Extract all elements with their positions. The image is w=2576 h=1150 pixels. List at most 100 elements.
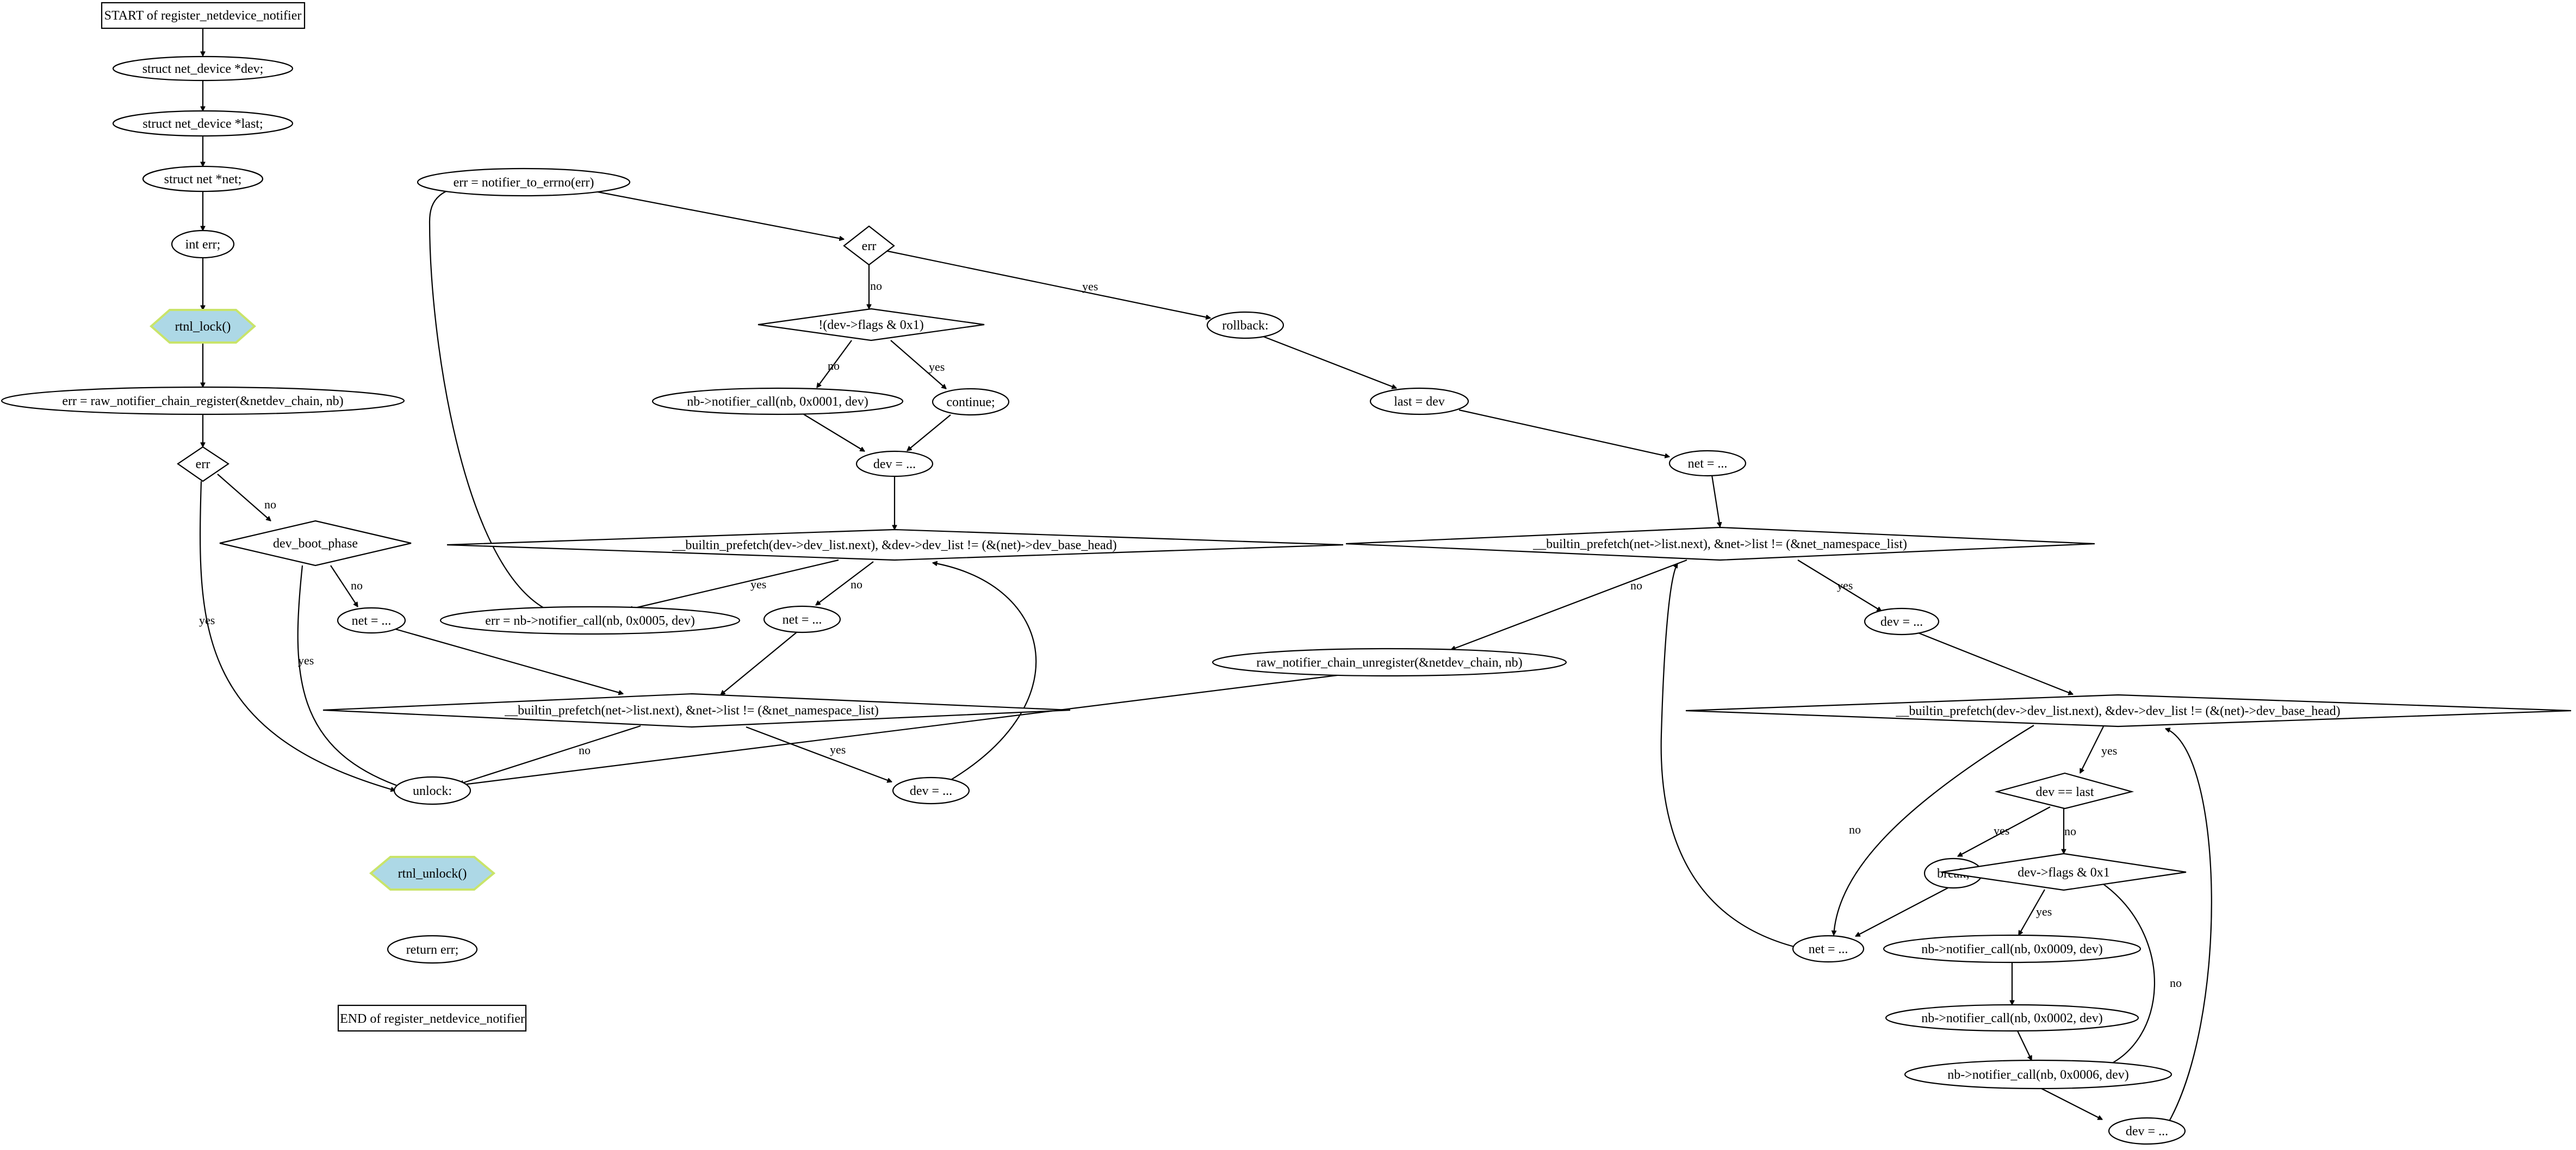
edge-prefetch-net1-no-to-unlock [459, 725, 641, 784]
node-prefetch-dev-2[interactable]: __builtin_prefetch(dev->dev_list.next), … [1685, 694, 2572, 728]
node-flags-cond-2[interactable]: dev->flags & 0x1 [1941, 853, 2187, 891]
edge-cond-err1-no-to-boot-phase [217, 474, 271, 521]
node-unlock[interactable]: unlock: [393, 776, 471, 805]
svg-text:dev_boot_phase: dev_boot_phase [273, 537, 358, 551]
svg-text:rollback:: rollback: [1222, 319, 1268, 333]
edge-flags1-yes-to-continue [890, 340, 946, 389]
node-notifier-call-0009[interactable]: nb->notifier_call(nb, 0x0009, dev) [1883, 934, 2142, 963]
node-notifier-call-0006[interactable]: nb->notifier_call(nb, 0x0006, dev) [1904, 1059, 2172, 1090]
edge-dev-r1-to-prefetch-dev2 [1914, 630, 2073, 694]
svg-text:struct net *net;: struct net *net; [164, 172, 242, 187]
edge-prefetch-dev2-yes-to-dev-eq-last [2080, 726, 2104, 773]
edge-label-err1-no: no [264, 498, 276, 511]
node-last-dev[interactable]: last = dev [1369, 387, 1469, 415]
node-dev-assign-top[interactable]: dev = ... [855, 450, 934, 477]
svg-text:START of register_netdevice_no: START of register_netdevice_notifier [104, 9, 302, 23]
svg-text:__builtin_prefetch(dev->dev_li: __builtin_prefetch(dev->dev_list.next), … [1895, 704, 2340, 718]
node-raw-unregister[interactable]: raw_notifier_chain_unregister(&netdev_ch… [1212, 648, 1567, 677]
node-rtnl-unlock[interactable]: rtnl_unlock() [369, 856, 496, 891]
node-dev-eq-last[interactable]: dev == last [1994, 772, 2134, 810]
svg-text:__builtin_prefetch(net->list.n: __builtin_prefetch(net->list.next), &net… [504, 704, 879, 718]
edge-net4-to-prefetch-net2 [1660, 563, 1808, 951]
node-decl-dev[interactable]: struct net_device *dev; [112, 55, 294, 82]
edge-label-prefetch-net1-no: no [579, 743, 591, 757]
node-decl-last[interactable]: struct net_device *last; [112, 110, 294, 137]
node-cond-err2[interactable]: err [843, 225, 895, 266]
edge-last-dev-to-net3 [1458, 409, 1669, 457]
svg-text:last = dev: last = dev [1394, 395, 1445, 409]
edge-cond-err2-yes-to-rollback [885, 250, 1211, 318]
edge-prefetch-net2-no-to-raw-unregister [1451, 559, 1687, 650]
edge-label-err2-yes: yes [1082, 279, 1098, 293]
node-raw-register[interactable]: err = raw_notifier_chain_register(&netde… [1, 386, 405, 415]
node-notifier-call-0005[interactable]: err = nb->notifier_call(nb, 0x0005, dev) [439, 606, 741, 635]
edge-call0001-to-dev-top [803, 414, 865, 452]
edge-net1-to-prefetch-net1 [391, 627, 623, 694]
svg-text:struct net_device *dev;: struct net_device *dev; [142, 62, 264, 76]
edge-label-flags2-no: no [2170, 976, 2182, 990]
node-prefetch-dev-1[interactable]: __builtin_prefetch(dev->dev_list.next), … [446, 529, 1344, 561]
node-dev-boot-phase[interactable]: dev_boot_phase [219, 520, 412, 567]
svg-text:rtnl_lock(): rtnl_lock() [175, 320, 231, 334]
svg-text:__builtin_prefetch(net->list.n: __builtin_prefetch(net->list.next), &net… [1532, 537, 1907, 551]
node-rollback[interactable]: rollback: [1206, 311, 1284, 339]
node-prefetch-net-2[interactable]: __builtin_prefetch(net->list.next), &net… [1345, 526, 2095, 561]
svg-text:END of register_netdevice_noti: END of register_netdevice_notifier [340, 1012, 525, 1026]
edge-label-err1-yes: yes [199, 613, 215, 627]
node-continue[interactable]: continue; [932, 388, 1010, 416]
svg-text:err = nb->notifier_call(nb, 0x: err = nb->notifier_call(nb, 0x0005, dev) [485, 614, 695, 628]
node-decl-net[interactable]: struct net *net; [142, 165, 264, 192]
svg-text:err: err [196, 457, 210, 471]
node-dev-assign-r1[interactable]: dev = ... [1864, 607, 1940, 636]
svg-text:nb->notifier_call(nb, 0x0009,: nb->notifier_call(nb, 0x0009, dev) [1921, 942, 2102, 956]
edge-label-prefetch-net2-yes: yes [1837, 579, 1853, 592]
edge-call0006-to-dev-r2 [2041, 1088, 2102, 1120]
node-flags-cond-1[interactable]: !(dev->flags & 0x1) [758, 308, 985, 341]
node-rtnl-lock[interactable]: rtnl_lock() [149, 309, 257, 344]
svg-text:net = ...: net = ... [783, 613, 822, 627]
edge-label-flags1-yes: yes [929, 360, 945, 374]
node-net-assign-2[interactable]: net = ... [763, 605, 841, 633]
edge-label-prefetch-dev1-yes: yes [750, 577, 766, 591]
svg-text:dev = ...: dev = ... [1880, 615, 1923, 629]
node-net-assign-3[interactable]: net = ... [1668, 450, 1747, 477]
svg-text:dev = ...: dev = ... [873, 457, 916, 471]
node-cond-err1[interactable]: err [177, 446, 229, 482]
node-prefetch-net-1[interactable]: __builtin_prefetch(net->list.next), &net… [322, 693, 1071, 728]
edge-label-flags1-no: no [828, 359, 840, 372]
node-net-assign-4[interactable]: net = ... [1792, 935, 1865, 963]
svg-text:net = ...: net = ... [1688, 457, 1728, 471]
node-notifier-call-0002[interactable]: nb->notifier_call(nb, 0x0002, dev) [1885, 1004, 2139, 1032]
edge-label-prefetch-net2-no: no [1630, 579, 1642, 592]
svg-text:dev = ...: dev = ... [2126, 1124, 2168, 1139]
edge-label-boot-phase-no: no [351, 579, 363, 592]
edge-call0002-to-call0006 [2017, 1030, 2032, 1060]
node-errno[interactable]: err = notifier_to_errno(err) [417, 167, 631, 197]
svg-text:int err;: int err; [185, 238, 221, 252]
svg-text:err: err [862, 239, 877, 253]
svg-text:__builtin_prefetch(dev->dev_li: __builtin_prefetch(dev->dev_list.next), … [672, 538, 1116, 552]
edge-raw-unregister-to-unlock [446, 673, 1346, 787]
edge-rollback-to-last-dev [1260, 334, 1396, 388]
edge-flags2-yes-to-call0009 [2018, 889, 2045, 935]
svg-text:dev = ...: dev = ... [910, 784, 952, 798]
edge-continue-to-dev-top [907, 414, 951, 451]
svg-text:struct net_device *last;: struct net_device *last; [142, 117, 263, 131]
svg-text:net = ...: net = ... [1809, 942, 1848, 956]
edge-boot-phase-no-to-net1 [330, 565, 358, 607]
node-notifier-call-0001[interactable]: nb->notifier_call(nb, 0x0001, dev) [651, 387, 904, 415]
node-dev-assign-bot[interactable]: dev = ... [892, 776, 970, 805]
svg-text:rtnl_unlock(): rtnl_unlock() [398, 867, 467, 881]
svg-text:nb->notifier_call(nb, 0x0002,: nb->notifier_call(nb, 0x0002, dev) [1921, 1011, 2102, 1025]
edge-flags1-no-to-call0001 [816, 340, 852, 388]
node-end[interactable]: END of register_netdevice_notifier [337, 1004, 527, 1032]
edge-call0005-to-errno [429, 183, 544, 608]
edge-label-prefetch-dev2-yes: yes [2101, 744, 2117, 757]
node-decl-err[interactable]: int err; [171, 229, 235, 259]
node-dev-assign-r2[interactable]: dev = ... [2108, 1117, 2186, 1145]
edge-label-dev-eq-last-no: no [2064, 824, 2076, 838]
node-net-assign-1[interactable]: net = ... [337, 607, 406, 634]
node-start[interactable]: START of register_netdevice_notifier [101, 2, 306, 29]
node-return-err[interactable]: return err; [387, 935, 478, 964]
